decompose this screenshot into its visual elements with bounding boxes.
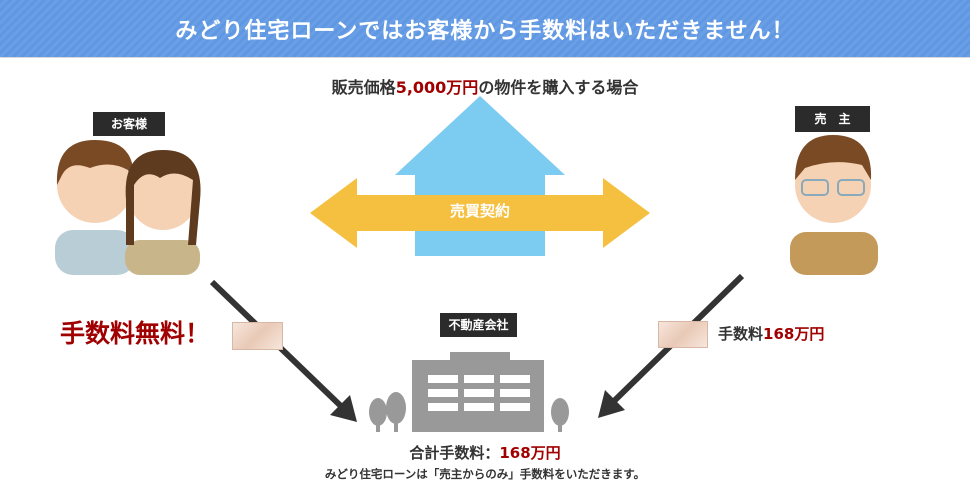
house-icon bbox=[395, 96, 565, 256]
seller-tag: 売 主 bbox=[795, 106, 870, 132]
seller-fee-label: 手数料 bbox=[718, 325, 764, 343]
money-bill-icon bbox=[658, 321, 708, 348]
seller-fee-amount: 168万円 bbox=[763, 325, 825, 343]
tree-icon bbox=[369, 392, 569, 432]
caption-price: 5,000万円 bbox=[395, 78, 479, 97]
header-title: みどり住宅ローンではお客様から手数料はいただきません！ bbox=[175, 18, 795, 44]
total-fee-label: 合計手数料： bbox=[409, 444, 500, 462]
money-bill-icon bbox=[232, 322, 283, 350]
double-arrow-icon bbox=[310, 178, 650, 248]
customer-couple-icon bbox=[55, 140, 201, 275]
seller-icon bbox=[790, 135, 878, 275]
caption-suffix: の物件を購入する場合 bbox=[478, 78, 639, 97]
seller-fee: 手数料168万円 bbox=[718, 323, 824, 344]
office-building-icon bbox=[412, 352, 544, 432]
customer-tag: お客様 bbox=[93, 112, 165, 136]
total-fee-amount: 168万円 bbox=[499, 444, 561, 462]
header-banner: みどり住宅ローンではお客様から手数料はいただきません！ bbox=[0, 0, 970, 58]
arrow-to-agency-left-icon bbox=[209, 279, 357, 422]
total-fee: 合計手数料：168万円 bbox=[0, 442, 970, 463]
free-fee-text: 手数料無料！ bbox=[60, 319, 211, 348]
contract-label: 売買契約 bbox=[449, 202, 510, 220]
caption-prefix: 販売価格 bbox=[331, 78, 396, 97]
fee-note: みどり住宅ローンは「売主からのみ」手数料をいただきます。 bbox=[324, 467, 646, 481]
agency-tag: 不動産会社 bbox=[440, 313, 517, 337]
purchase-caption: 販売価格5,000万円の物件を購入する場合 bbox=[0, 74, 970, 98]
